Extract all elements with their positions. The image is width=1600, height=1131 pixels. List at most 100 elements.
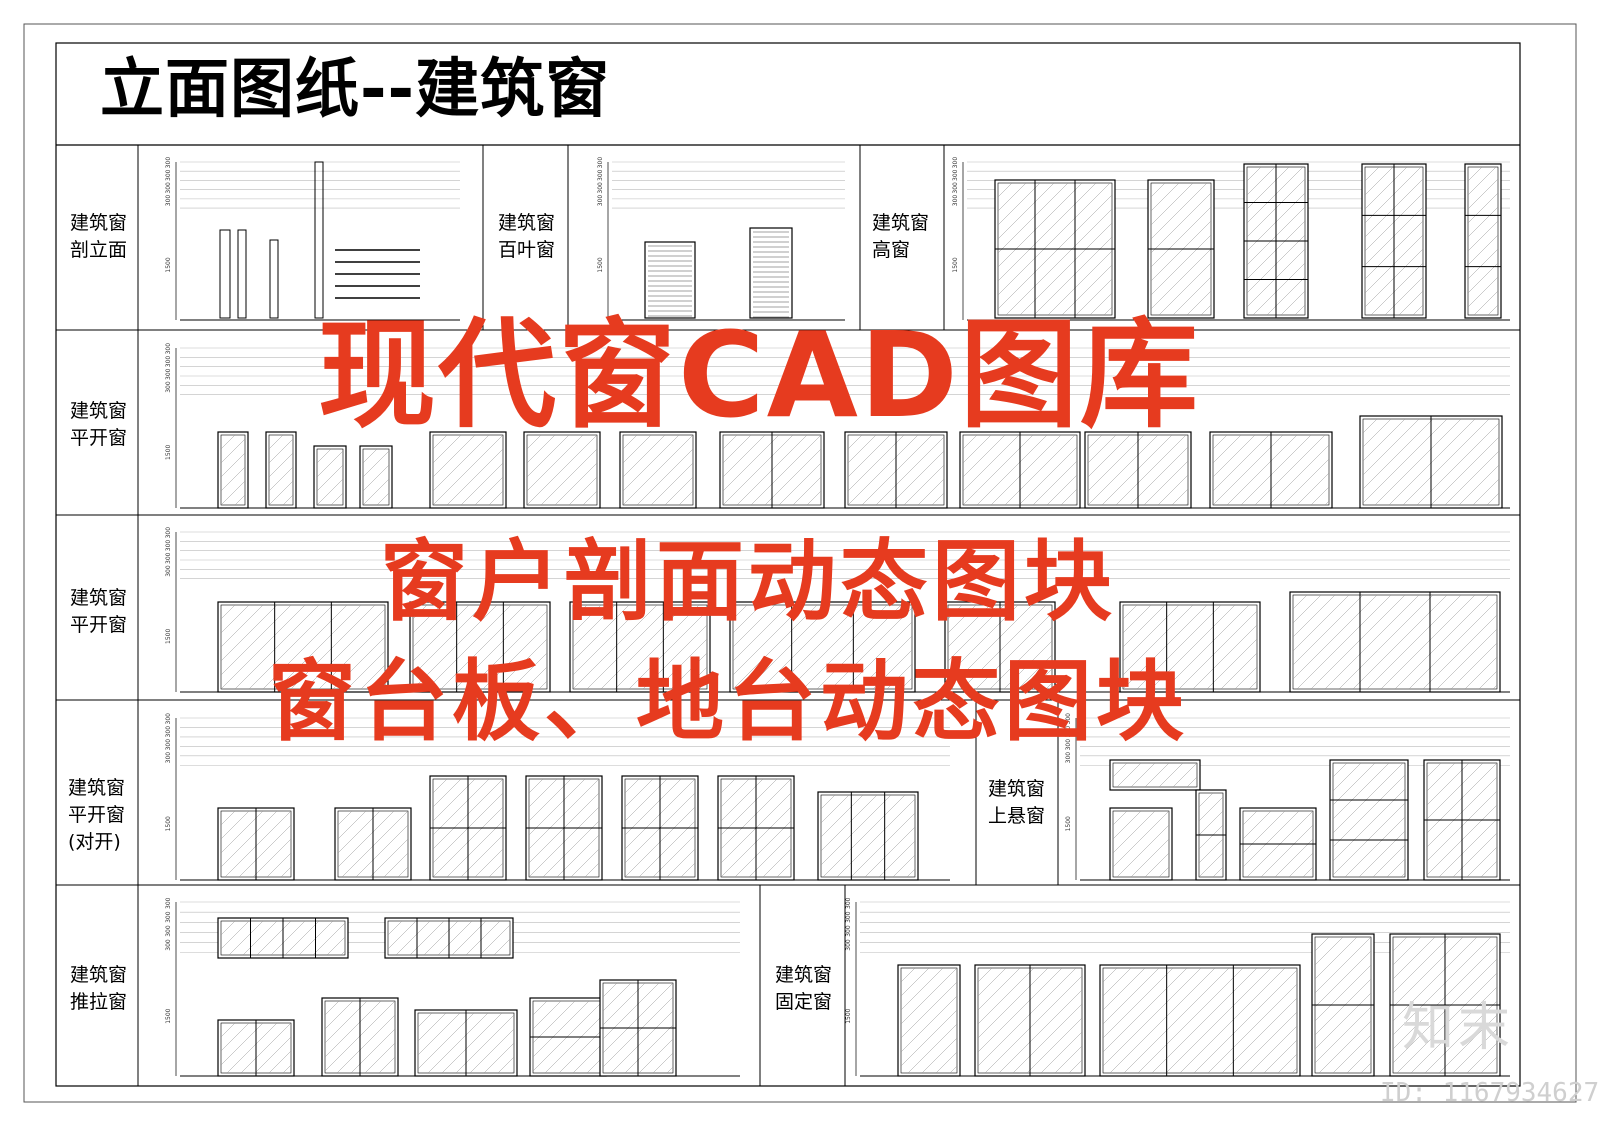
glass-hatch <box>412 604 484 676</box>
label-line: 固定窗 <box>775 991 833 1013</box>
glass-hatch <box>528 778 586 836</box>
glass-hatch <box>962 434 1006 478</box>
glass-hatch <box>417 1012 475 1070</box>
glass-hatch <box>1296 472 1330 506</box>
glass-hatch <box>1314 1006 1372 1064</box>
label-line: 平开窗 <box>70 427 128 449</box>
glass-hatch <box>1046 474 1078 506</box>
glass-hatch <box>638 820 696 878</box>
glass-hatch <box>1392 936 1408 952</box>
glass-hatch <box>1314 936 1372 994</box>
glass-hatch <box>1220 652 1258 690</box>
glass-hatch <box>1221 997 1298 1074</box>
glass-hatch <box>1452 1028 1498 1074</box>
glass-hatch <box>1158 866 1170 878</box>
glass-hatch <box>1164 604 1250 690</box>
glass-hatch <box>350 1028 396 1074</box>
glass-hatch <box>582 490 598 506</box>
glass-hatch <box>917 478 945 506</box>
glass-hatch <box>532 1000 576 1044</box>
glass-hatch <box>864 826 916 878</box>
glass-hatch <box>847 434 905 492</box>
glass-hatch <box>1136 604 1222 690</box>
glass-hatch <box>1392 936 1450 994</box>
glass-hatch <box>1242 810 1258 826</box>
dimension-label: 300 <box>845 925 852 937</box>
glass-hatch <box>1005 208 1113 316</box>
dimension-label: 300 <box>1065 726 1072 738</box>
glass-hatch <box>488 862 504 878</box>
glass-hatch <box>220 480 246 506</box>
dimension-label: 1500 <box>597 257 604 272</box>
glass-hatch <box>1310 594 1406 690</box>
glass-hatch <box>1282 458 1330 506</box>
glass-hatch <box>997 182 1027 212</box>
glass-hatch <box>947 604 1019 676</box>
glass-hatch <box>820 794 878 852</box>
glass-hatch <box>417 1012 461 1056</box>
dimension-label: 300 <box>845 911 852 923</box>
glass-hatch <box>337 810 367 840</box>
glass-hatch <box>1102 967 1118 983</box>
glass-hatch <box>1472 478 1500 506</box>
glass-hatch <box>666 1066 674 1074</box>
glass-hatch <box>1280 290 1306 316</box>
glass-hatch <box>1480 1056 1498 1074</box>
glass-hatch <box>1060 488 1078 506</box>
glass-hatch <box>900 677 913 690</box>
glass-hatch <box>1467 166 1497 196</box>
glass-hatch <box>451 920 487 956</box>
glass-hatch <box>1310 486 1330 506</box>
glass-hatch <box>1494 874 1498 878</box>
glass-hatch <box>656 638 708 690</box>
inner-border <box>55 42 1521 1087</box>
glass-hatch <box>1102 967 1160 1025</box>
glass-hatch <box>764 448 822 506</box>
glass-hatch <box>337 810 353 826</box>
glass-hatch <box>417 1012 433 1028</box>
dimension-label: 300 <box>165 925 172 937</box>
glass-hatch <box>1087 434 1159 506</box>
window-frame <box>359 445 393 509</box>
glass-hatch <box>1400 872 1406 878</box>
glass-hatch <box>1207 983 1298 1074</box>
dimension-label: 300 <box>597 195 604 207</box>
glass-hatch <box>961 604 1047 690</box>
dimension-label: 1500 <box>165 816 172 831</box>
glass-hatch <box>1467 234 1499 266</box>
glass-hatch <box>820 794 850 824</box>
glass-hatch <box>1466 846 1498 878</box>
glass-hatch <box>1362 418 1420 476</box>
glass-hatch <box>1467 262 1499 294</box>
glass-hatch <box>1486 492 1500 506</box>
glass-hatch <box>975 612 1053 690</box>
glass-hatch <box>624 778 654 808</box>
glass-hatch <box>1172 276 1212 316</box>
glass-hatch <box>1254 434 1326 506</box>
glass-hatch <box>496 638 548 690</box>
glass-hatch <box>1392 936 1422 966</box>
glass-hatch <box>977 967 1077 1067</box>
glass-hatch <box>1466 1042 1498 1074</box>
glass-hatch <box>1292 594 1322 624</box>
glass-hatch <box>220 920 236 936</box>
dimension-label: 300 <box>165 527 172 539</box>
glass-hatch <box>1112 762 1128 778</box>
glass-hatch <box>732 604 762 634</box>
glass-hatch <box>1206 638 1258 690</box>
glass-hatch <box>1112 810 1170 868</box>
glass-hatch <box>776 862 792 878</box>
glass-hatch <box>526 434 556 464</box>
glass-hatch <box>1372 844 1406 878</box>
glass-hatch <box>1402 418 1490 506</box>
glass-hatch <box>1212 866 1224 878</box>
label-line: (对开) <box>68 831 121 853</box>
glass-hatch <box>454 604 540 690</box>
glass-hatch <box>1467 166 1483 182</box>
glass-hatch <box>1314 936 1330 952</box>
glass-hatch <box>638 1038 674 1074</box>
glass-hatch <box>886 663 913 690</box>
glass-hatch <box>1332 762 1348 778</box>
glass-hatch <box>680 862 696 878</box>
dimension-label: 300 <box>165 752 172 764</box>
